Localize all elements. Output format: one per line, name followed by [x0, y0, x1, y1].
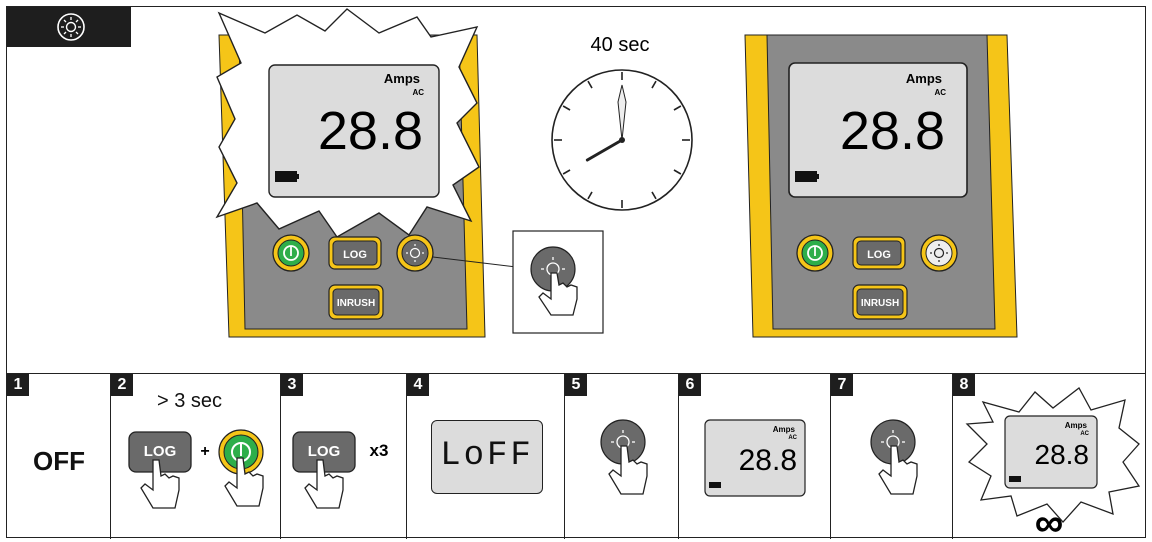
step-6: 6 Amps AC 28.8: [679, 374, 831, 539]
step-5: 5: [565, 374, 679, 539]
log-button-label: LOG: [144, 443, 177, 460]
press-backlight-art: [600, 419, 648, 495]
power-icon: [283, 245, 299, 261]
reading: 28.8: [1035, 439, 1090, 470]
step-2-art: LOG +: [128, 429, 264, 509]
top-illustration: Amps AC 28.8 LOG INRUSH: [215, 8, 1018, 338]
reading: 28.8: [739, 444, 797, 477]
clock-tick: [587, 80, 593, 89]
meter-left-inrush-label: INRUSH: [337, 298, 375, 309]
header-tab: [7, 7, 131, 47]
step-number: 7: [831, 374, 853, 396]
step-number: 5: [565, 374, 587, 396]
lcd-text: LoFF: [440, 437, 534, 475]
clock-tick: [651, 80, 657, 89]
figure-frame: Amps AC 28.8 LOG INRUSH: [6, 6, 1146, 539]
step-number: 4: [407, 374, 429, 396]
backlight-button-icon: [406, 244, 424, 262]
step-4: 4 LoFF: [407, 374, 565, 539]
clock-tick: [651, 191, 657, 200]
hand-icon: [878, 445, 918, 495]
hand-icon: [608, 445, 648, 495]
meter-right-mode: AC: [934, 88, 946, 97]
battery-icon: [795, 171, 819, 182]
meter-right: Amps AC 28.8 LOG INRUSH: [744, 34, 1018, 338]
step-number: 2: [111, 374, 133, 396]
clock-tick: [673, 105, 682, 111]
unit-label: Amps: [773, 425, 796, 434]
clock-minute-hand: [617, 84, 627, 141]
off-label: OFF: [33, 446, 85, 476]
hold-duration-label: > 3 sec: [157, 390, 223, 412]
infinity-icon: ∞: [1035, 501, 1064, 538]
step-7: 7: [831, 374, 953, 539]
backlight-icon: [57, 13, 85, 41]
divider: [7, 373, 1145, 374]
clock-tick: [673, 169, 682, 175]
unit-label: Amps: [1065, 421, 1088, 430]
lcd-display: LoFF: [431, 420, 543, 494]
step-number: 8: [953, 374, 975, 396]
meter-right-log-label: LOG: [867, 249, 891, 261]
meter-left-reading: 28.8: [318, 101, 423, 161]
mode-label: AC: [788, 435, 797, 441]
meter-left: Amps AC 28.8 LOG INRUSH: [215, 8, 604, 338]
hand-icon: [538, 272, 578, 316]
log-button-label: LOG: [308, 443, 341, 460]
step-number: 3: [281, 374, 303, 396]
step-3: 3 LOG x3: [281, 374, 407, 539]
hand-icon: [304, 459, 344, 509]
clock-tick: [562, 169, 571, 175]
step-number: 1: [7, 374, 29, 396]
meter-right-inrush-label: INRUSH: [861, 298, 899, 309]
battery-icon: [275, 171, 299, 182]
step-8: 8 Amps AC 28.8 ∞: [953, 374, 1145, 539]
power-icon: [807, 245, 823, 261]
battery-icon: [1009, 476, 1021, 482]
step-1: 1 OFF: [7, 374, 111, 539]
meter-left-log-label: LOG: [343, 249, 367, 261]
meter-left-unit: Amps: [384, 71, 420, 86]
plus-sign: +: [200, 443, 209, 460]
step-number: 6: [679, 374, 701, 396]
clock-tick: [562, 105, 571, 111]
timer-label: 40 sec: [591, 34, 650, 56]
hand-icon: [140, 459, 180, 509]
clock-hour-hand: [585, 138, 624, 162]
clock-tick: [587, 191, 593, 200]
meter-right-unit: Amps: [906, 71, 942, 86]
backlight-button-icon: [930, 244, 948, 262]
meter-left-mode: AC: [412, 88, 424, 97]
step-2: 2 > 3 sec LOG +: [111, 374, 281, 539]
press-backlight-art: [870, 419, 918, 495]
meter-right-reading: 28.8: [840, 101, 945, 161]
mode-label: AC: [1080, 431, 1089, 437]
hand-icon: [224, 457, 264, 507]
repeat-count: x3: [370, 441, 389, 460]
step-6-display: Amps AC 28.8: [704, 419, 806, 497]
clock: [551, 69, 693, 211]
step-8-art: Amps AC 28.8 ∞: [965, 387, 1141, 538]
step-3-art: LOG x3: [292, 431, 389, 509]
battery-icon: [709, 482, 721, 488]
